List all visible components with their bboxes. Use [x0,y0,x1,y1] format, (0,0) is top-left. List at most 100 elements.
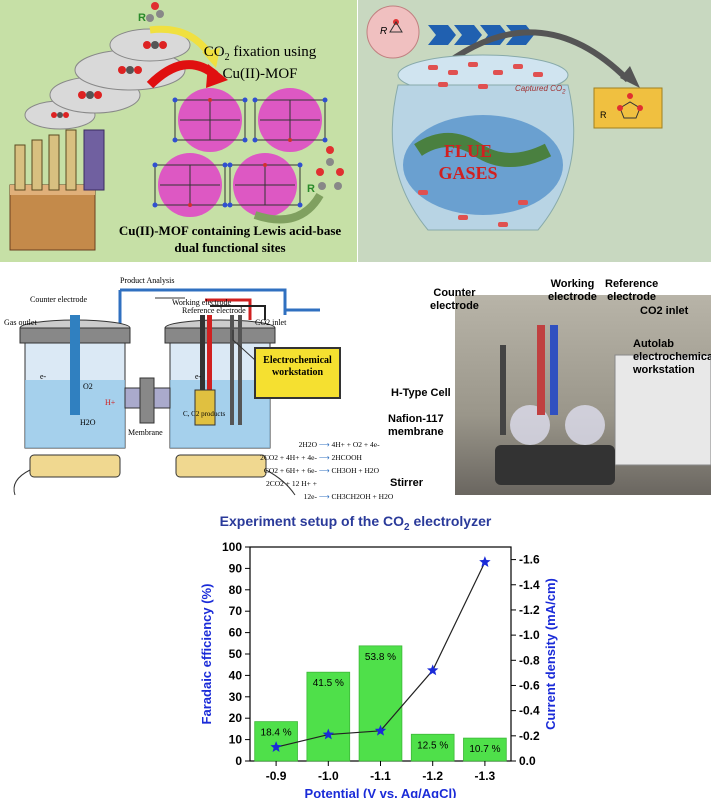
mof-label-r-bottom: R [307,183,315,195]
photo-autolab-l3: workstation [633,364,695,376]
schematic-reference-electrode: Reference electrode [182,306,246,315]
photo-counter-l2: electrode [430,300,479,312]
arrow-icon: ⟶ [318,466,330,475]
captured-text: Captured CO [515,84,563,93]
mof-caption-line2: dual functional sites [174,240,286,255]
y2-tick-label: 0.0 [519,754,536,768]
schematic-product-analysis: Product Analysis [120,276,175,285]
schematic-h-plus: H+ [105,398,116,407]
reaction-row: 2CO2 + 4H+ + 4e- ⟶ 2HCOOH [257,451,393,464]
bar [410,733,455,762]
setup-title-text: Experiment setup of the CO [219,513,405,529]
y2-tick-label: -0.6 [519,678,540,692]
flue-line2: GASES [438,163,498,183]
schematic-counter-electrode: Counter electrode [30,295,88,304]
reaction-row: 2CO2 + 12 H+ + 12e- ⟶ CH3CH2OH + H2O [257,477,393,503]
schematic-h2o: H2O [80,418,96,427]
left-cell-icon [19,315,131,449]
globe-label-r: R [380,26,388,37]
faradaic-chart: 18.4 %41.5 %53.8 %12.5 %10.7 %0102030405… [199,540,558,798]
mof-label-r-top: R [138,12,146,24]
factory-icon [9,129,105,251]
photo-autolab-l1: Autolab [633,338,674,350]
reaction-rhs: 4H+ + O2 + 4e- [331,440,380,449]
y-axis-label: Faradaic efficiency (%) [199,584,214,725]
x-axis-label: Potential (V vs. Ag/AgCl) [305,786,457,798]
x-tick-label: -1.2 [422,769,443,783]
mof-caption-line1: Cu(II)-MOF containing Lewis acid-base [118,223,342,238]
workstation-line1: Electrochemical [263,355,332,366]
epoxide-molecule-icon [146,2,164,22]
schematic-working-electrode: Working electrode [172,298,232,307]
x-tick-label: -1.3 [475,769,496,783]
photo-reference-electrode: Reference electrode [605,278,658,304]
y-tick-label: 70 [229,604,243,618]
mof-title-rest: fixation using [229,44,317,60]
y2-tick-label: -0.4 [519,704,540,718]
schematic-e-left: e- [40,372,47,381]
bar-data-label: 10.7 % [469,744,500,755]
y2-tick-label: -0.8 [519,653,540,667]
y-tick-label: 30 [229,690,243,704]
reaction-row: 2H2O ⟶ 4H+ + O2 + 4e- [257,438,393,451]
reaction-row: CO2 + 6H+ + 6e- ⟶ CH3OH + H2O [257,464,393,477]
y2-tick-label: -1.4 [519,578,540,592]
photo-autolab: Autolab electrochemical workstation [633,338,711,377]
photo-reference-l1: Reference [605,278,659,290]
reaction-lhs: 2CO2 + 4H+ + 4e- [260,453,317,462]
schematic-gas-outlet: Gas outlet [4,318,37,327]
workstation-line2: workstation [271,367,324,378]
bar-data-label: 53.8 % [365,652,396,663]
photo-working-l2: electrode [548,291,597,303]
photo-autolab-l2: electrochemical [633,351,711,363]
stirrer-icon [13,454,296,496]
photo-counter-l1: Counter [433,287,476,299]
x-tick-label: -1.0 [318,769,339,783]
y-tick-label: 50 [229,647,243,661]
photo-working-l1: Working [550,278,595,290]
y-tick-label: 80 [229,583,243,597]
photo-co2-inlet: CO2 inlet [640,305,689,317]
globe-illustration [366,5,663,231]
mof-title-co: CO [203,44,225,60]
workstation-box [254,347,341,399]
reaction-list: 2H2O ⟶ 4H+ + O2 + 4e- 2CO2 + 4H+ + 4e- ⟶… [257,438,393,503]
y-tick-label: 10 [229,733,243,747]
schematic-e-right: e- [195,372,202,381]
setup-title-rest: electrolyzer [409,513,492,529]
product-label-r: R [600,110,607,120]
bar-data-label: 12.5 % [417,740,448,751]
photo-nafion-l2: membrane [388,426,444,438]
current-density-point [270,741,282,753]
schematic-workstation: Electrochemical workstation [255,355,340,379]
reaction-rhs: CH3CH2OH + H2O [331,492,394,501]
mof-title-sub: 2 [224,52,230,63]
y2-tick-label: -1.6 [519,553,540,567]
carbonate-icon [619,101,641,119]
current-density-point [479,556,491,567]
setup-title-sub: 2 [404,521,410,533]
mof-title-line2: Cu(II)-MOF [222,66,298,82]
y2-axis-label: Current density (mA/cm) [543,578,558,730]
flue-line1: FLUE [443,141,492,161]
photo-nafion-l1: Nafion-117 [388,413,444,425]
schematic-products: C, C2 products [183,410,226,418]
photo-nafion: Nafion-117 membrane [388,413,444,439]
arrow-icon: ⟶ [318,440,330,449]
bar [358,645,403,762]
mof-illustration [9,2,344,251]
photo-counter-electrode: Counter electrode [430,287,479,313]
epoxide-icon [389,19,403,33]
current-density-point [374,724,387,736]
x-tick-label: -0.9 [266,769,287,783]
schematic-membrane: Membrane [128,428,163,437]
setup-title: Experiment setup of the CO2 electrolyzer [0,513,711,533]
mof-title: CO2 fixation using Cu(II)-MOF [190,44,330,83]
reaction-rhs: CH3OH + H2O [331,466,380,475]
photo-shapes [495,325,711,485]
captured-sub: 2 [562,89,566,96]
x-tick-label: -1.1 [370,769,391,783]
current-density-point [426,664,439,676]
y-tick-label: 90 [229,561,243,575]
photo-stirrer: Stirrer [390,477,424,489]
